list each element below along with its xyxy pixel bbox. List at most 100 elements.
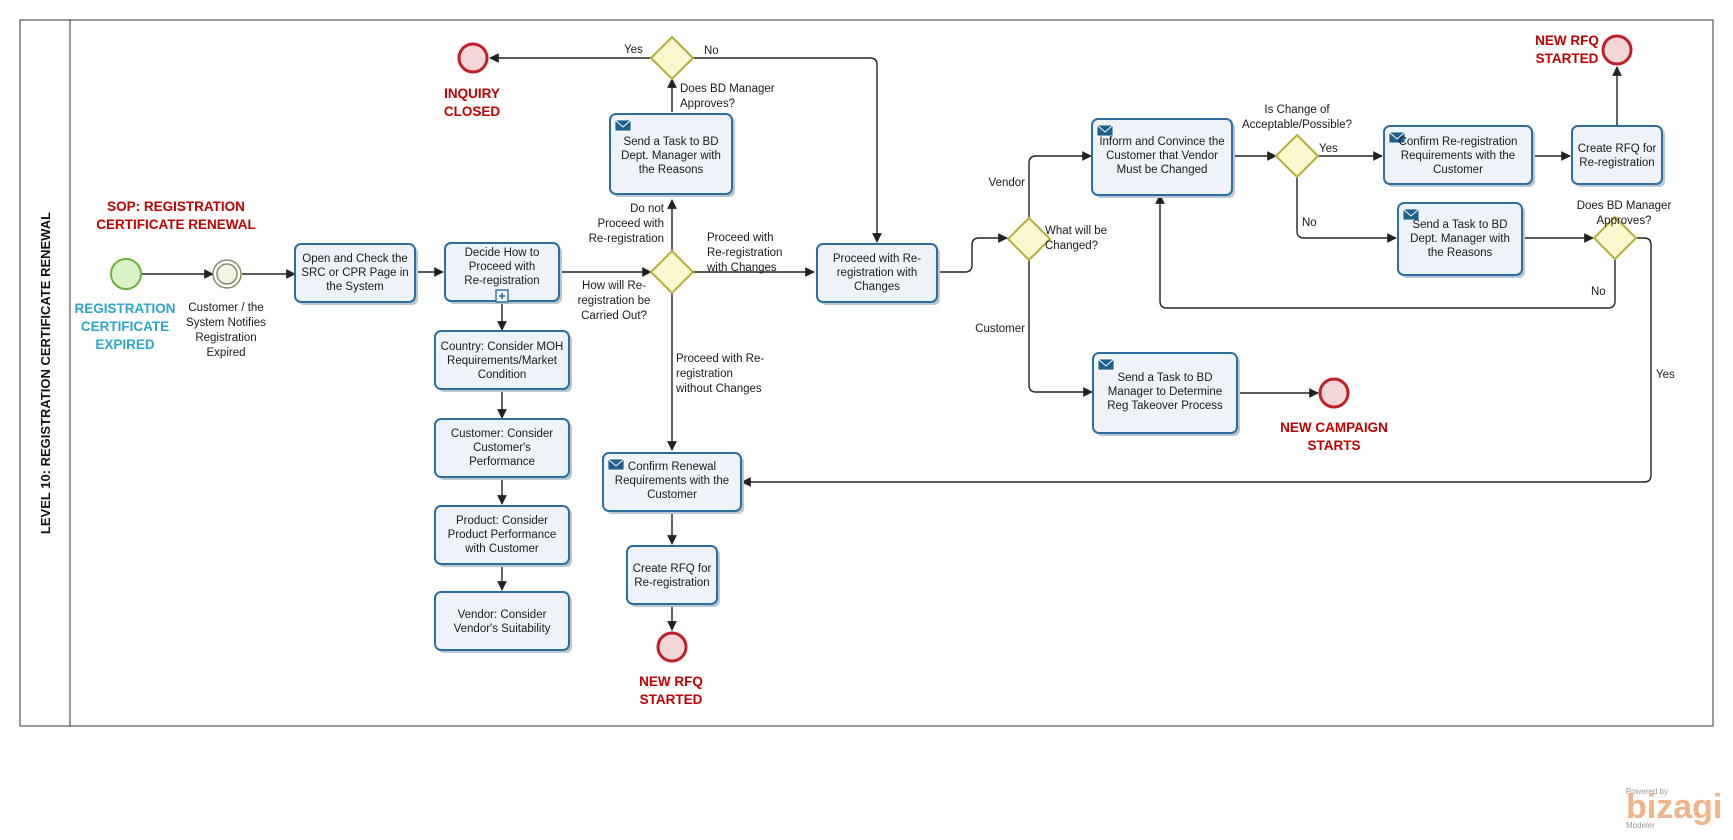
task-inform-convince-text-line: Must be Changed <box>1117 164 1208 176</box>
task-create-rfq-top[interactable] <box>1571 125 1665 187</box>
campaign-starts-label-line: STARTS <box>1308 438 1361 453</box>
flow-label-no-3: No <box>1591 286 1606 298</box>
end-event-rfq-started-bottom <box>656 631 688 663</box>
start-event <box>110 258 142 290</box>
flow-label-vendor-line: Vendor <box>989 177 1026 189</box>
task-customer[interactable] <box>434 418 572 480</box>
task-send-task-bd-2[interactable] <box>1397 202 1525 278</box>
task-country-text-line: Requirements/Market <box>447 355 558 367</box>
envelope-icon <box>1097 358 1115 371</box>
task-send-task-bd-1[interactable] <box>609 113 735 197</box>
gateway-bd-approves-1-label-line: Approves? <box>680 98 735 110</box>
task-vendor[interactable] <box>434 591 572 653</box>
gateway-change-acceptable-label-line: Acceptable/Possible? <box>1242 119 1352 131</box>
task-inform-convince[interactable] <box>1091 118 1235 198</box>
task-proceed-changes-text-line: Proceed with Re- <box>833 253 921 265</box>
flow-label-no-1: No <box>704 45 719 57</box>
sop-heading-line2-line: CERTIFICATE RENEWAL <box>96 217 256 232</box>
flow-label-yes-2: Yes <box>1319 143 1338 155</box>
task-create-rfq-bottom[interactable] <box>626 545 720 607</box>
task-send-task-bd-2-text-line: Dept. Manager with <box>1410 233 1510 245</box>
task-open-check[interactable] <box>294 243 418 305</box>
flow-customer <box>1028 260 1093 397</box>
diagram-text: SOP: REGISTRATION CERTIFICATE RENEWAL REGI… <box>75 33 1676 707</box>
task-confirm-renewal[interactable] <box>602 452 744 514</box>
task-open-check-text-line: SRC or CPR Page in <box>301 267 408 279</box>
rfq-started-top-label-line: STARTED <box>1536 51 1599 66</box>
bizagi-logo: Powered by bizagi Modeler <box>1626 787 1723 830</box>
flow-no-to-sendtask2 <box>1296 177 1397 243</box>
gateway-bd-approves-2-label-line: Does BD Manager <box>1577 200 1672 212</box>
flow-label-no-2-line: No <box>1302 217 1317 229</box>
gateway-how-carried-label-line: Carried Out? <box>581 310 647 322</box>
sop-heading-line1-line: SOP: REGISTRATION <box>107 199 245 214</box>
task-send-task-bd-1-text-line: the Reasons <box>639 164 704 176</box>
task-proceed-changes[interactable] <box>816 243 940 305</box>
task-confirm-renewal-text-line: Customer <box>647 489 697 501</box>
task-decide-how[interactable] <box>444 242 562 304</box>
task-send-task-bd-3-text-line: Manager to Determine <box>1108 386 1222 398</box>
envelope-icon <box>1388 131 1406 144</box>
gateway-bd-approves-2 <box>1592 215 1638 261</box>
flow-label-without-changes-line: without Changes <box>675 383 762 395</box>
flow-label-do-not-line: Proceed with <box>598 218 664 230</box>
flow-label-yes-2-line: Yes <box>1319 143 1338 155</box>
envelope-icon <box>614 119 632 132</box>
gateway-change-acceptable-label: Is Change of Acceptable/Possible? <box>1242 104 1352 131</box>
task-country-text: Country: Consider MOH Requirements/Market… <box>441 341 564 381</box>
task-open-check-text-line: the System <box>326 281 384 293</box>
task-confirm-rereg[interactable] <box>1383 125 1535 187</box>
flow-yes-to-confirm-renewal <box>741 237 1652 487</box>
task-confirm-renewal-text-line: Confirm Renewal <box>628 461 716 473</box>
task-send-task-bd-2-text-line: Send a Task to BD <box>1412 219 1507 231</box>
task-decide-how-text-line: Re-registration <box>464 275 539 287</box>
flow-proceed-to-what-changed <box>938 233 1008 273</box>
gateway-how-carried <box>649 249 695 295</box>
task-country-text-line: Country: Consider MOH <box>441 341 564 353</box>
task-create-rfq-top-text-line: Create RFQ for <box>1578 143 1657 155</box>
task-country-text-line: Condition <box>478 369 527 381</box>
gateway-change-acceptable-label-line: Is Change of <box>1264 104 1330 116</box>
task-product-text-line: with Customer <box>464 543 539 555</box>
task-decide-how-text-line: Proceed with <box>469 261 535 273</box>
task-product[interactable] <box>434 505 572 567</box>
task-send-task-bd-3-text-line: Reg Takeover Process <box>1107 400 1223 412</box>
task-proceed-changes-text-line: Changes <box>854 281 900 293</box>
task-country[interactable] <box>434 330 572 392</box>
task-send-task-bd-3[interactable] <box>1092 352 1240 436</box>
task-create-rfq-top-text-line: Re-registration <box>1579 157 1654 169</box>
flow-label-yes-1-line: Yes <box>624 44 643 56</box>
gateway-bd-approves-1-label-line: Does BD Manager <box>680 83 775 95</box>
inquiry-closed-label-line: INQUIRY <box>444 86 500 101</box>
flow-vendor <box>1028 151 1092 218</box>
start-event-label-line: REGISTRATION <box>75 301 176 316</box>
task-customer-text-line: Customer: Consider <box>451 428 553 440</box>
flow-label-without-changes-line: Proceed with Re- <box>676 353 764 365</box>
envelope-icon <box>1096 124 1114 137</box>
flow-label-with-changes-line: with Changes <box>706 262 777 274</box>
start-event-label-line: EXPIRED <box>95 337 155 352</box>
end-event-rfq-started-top <box>1601 34 1633 66</box>
gateway-how-carried-label-line: How will Re- <box>582 280 646 292</box>
flow-label-no-3-line: No <box>1591 286 1606 298</box>
sequence-flows <box>141 53 1652 631</box>
